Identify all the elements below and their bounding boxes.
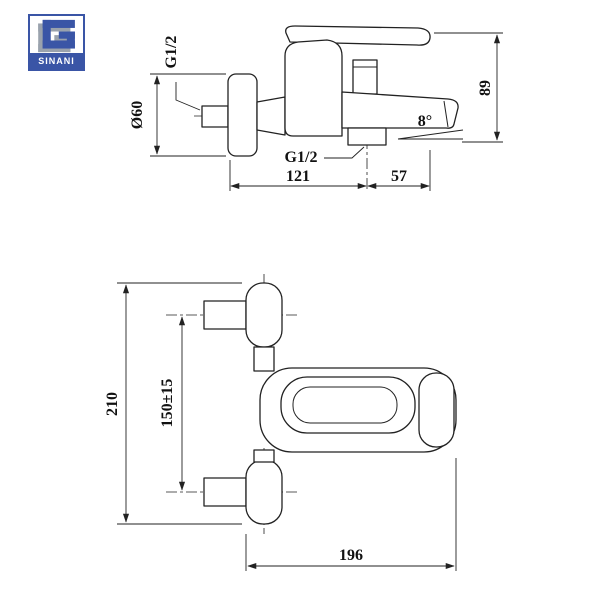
wall-pipe-thread xyxy=(201,105,229,128)
spout-angle-label: 8° xyxy=(418,113,432,130)
bottom-neck xyxy=(253,449,275,463)
bottom-pipe-thread xyxy=(203,477,247,507)
wall-thread-label: G1/2 xyxy=(163,36,180,69)
top-pipe-thread xyxy=(203,300,247,330)
top-view: G1/2 Ø60 G1/2 121 57 xyxy=(129,25,503,192)
angle-line-sloped xyxy=(397,129,464,140)
outlet-thread-label: G1/2 xyxy=(285,149,318,166)
handle-front xyxy=(280,376,416,434)
dim196-label: 196 xyxy=(339,547,363,564)
dim210-label: 210 xyxy=(104,392,121,416)
front-view-dimensions: 210 150±15 196 xyxy=(104,282,457,571)
brand-logo-glyph-area xyxy=(30,16,83,53)
mixer-body xyxy=(284,39,343,137)
dim89-label: 89 xyxy=(477,80,494,96)
diverter-knob xyxy=(352,59,378,95)
top-neck xyxy=(253,346,275,372)
dim57-label: 57 xyxy=(391,168,407,185)
wall-thread-leader xyxy=(175,82,201,111)
top-escutcheon xyxy=(245,282,283,348)
dim150-label: 150±15 xyxy=(159,379,176,428)
plate-diameter-label: Ø60 xyxy=(129,101,146,129)
bottom-escutcheon xyxy=(245,459,283,525)
wall-connector xyxy=(256,96,286,136)
outlet-thread xyxy=(347,127,387,146)
body-end-cap xyxy=(418,372,455,448)
dim121-label: 121 xyxy=(286,168,310,185)
faucet-side-outline xyxy=(201,25,459,157)
wall-escutcheon xyxy=(227,73,258,157)
front-view: 210 150±15 196 xyxy=(104,274,457,571)
spout-tip-line xyxy=(443,100,449,128)
faucet-front-outline xyxy=(203,282,457,525)
top-view-dimensions: G1/2 Ø60 G1/2 121 57 xyxy=(129,32,503,191)
handle-inner-detail xyxy=(292,386,398,424)
brand-name-bar: SINANI xyxy=(30,53,83,69)
brand-name: SINANI xyxy=(38,55,75,66)
spout xyxy=(341,91,459,129)
outlet-thread-leader xyxy=(324,146,365,159)
brand-g-icon xyxy=(37,19,75,52)
brand-logo: SINANI xyxy=(28,14,85,71)
